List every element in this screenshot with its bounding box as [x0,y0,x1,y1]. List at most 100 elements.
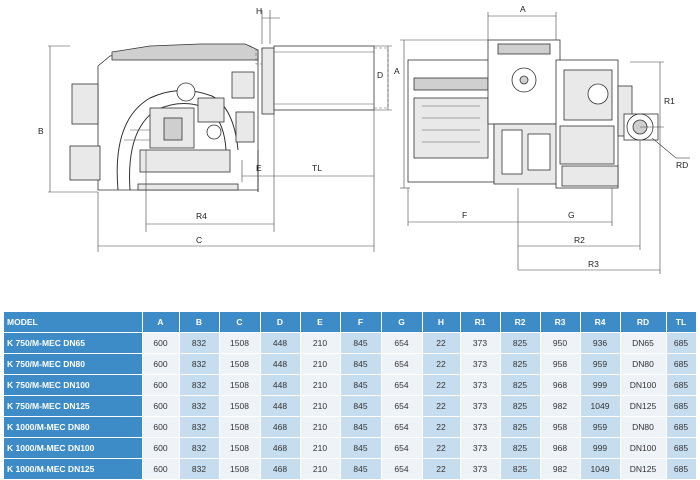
value-cell-tl: 685 [666,374,697,396]
value-cell-h: 22 [422,458,461,479]
value-cell-e: 210 [300,458,341,479]
value-cell-r1: 373 [460,416,501,438]
value-cell-tl: 685 [666,332,697,354]
value-cell-r1: 373 [460,353,501,375]
value-cell-d: 448 [260,374,301,396]
value-cell-r3: 958 [540,416,581,438]
value-cell-b: 832 [179,458,220,479]
front-view: A A R1 [394,4,690,274]
value-cell-h: 22 [422,353,461,375]
value-cell-a: 600 [142,374,180,396]
value-cell-a: 600 [142,353,180,375]
value-cell-rd: DN100 [620,437,667,459]
model-name-cell: K 750/M-MEC DN80 [4,353,143,375]
value-cell-g: 654 [381,437,423,459]
value-cell-r2: 825 [500,395,541,417]
dim-label-c: C [196,235,202,245]
value-cell-r2: 825 [500,353,541,375]
dim-label-d: D [377,70,383,80]
column-header-b: B [179,312,220,333]
value-cell-b: 832 [179,437,220,459]
value-cell-g: 654 [381,458,423,479]
value-cell-r1: 373 [460,395,501,417]
value-cell-f: 845 [340,374,382,396]
value-cell-c: 1508 [219,332,261,354]
dim-label-r4: R4 [196,211,207,221]
dim-label-r3: R3 [588,259,599,269]
value-cell-r3: 982 [540,458,581,479]
column-header-r1: R1 [460,312,501,333]
column-header-e: E [300,312,341,333]
dim-label-a-side: A [394,66,400,76]
column-header-model: MODEL [4,312,143,333]
model-name-cell: K 1000/M-MEC DN125 [4,458,143,479]
value-cell-f: 845 [340,353,382,375]
value-cell-d: 448 [260,395,301,417]
value-cell-f: 845 [340,458,382,479]
value-cell-d: 468 [260,458,301,479]
column-header-r2: R2 [500,312,541,333]
value-cell-r3: 968 [540,374,581,396]
technical-drawing: H D B E TL R4 C A [38,4,690,274]
model-name-cell: K 1000/M-MEC DN100 [4,437,143,459]
value-cell-h: 22 [422,437,461,459]
value-cell-b: 832 [179,353,220,375]
value-cell-a: 600 [142,458,180,479]
value-cell-b: 832 [179,332,220,354]
value-cell-h: 22 [422,395,461,417]
value-cell-g: 654 [381,416,423,438]
value-cell-a: 600 [142,416,180,438]
column-header-tl: TL [666,312,697,333]
dim-label-b: B [38,126,44,136]
value-cell-r2: 825 [500,332,541,354]
value-cell-r4: 959 [580,416,621,438]
value-cell-rd: DN100 [620,374,667,396]
dim-label-rd: RD [676,160,688,170]
value-cell-f: 845 [340,416,382,438]
column-header-r3: R3 [540,312,581,333]
value-cell-h: 22 [422,374,461,396]
value-cell-r3: 968 [540,437,581,459]
value-cell-rd: DN65 [620,332,667,354]
value-cell-a: 600 [142,437,180,459]
value-cell-r4: 936 [580,332,621,354]
value-cell-r1: 373 [460,374,501,396]
value-cell-tl: 685 [666,353,697,375]
value-cell-c: 1508 [219,437,261,459]
value-cell-a: 600 [142,332,180,354]
column-header-f: F [340,312,382,333]
value-cell-a: 600 [142,395,180,417]
column-header-g: G [381,312,423,333]
value-cell-d: 468 [260,437,301,459]
value-cell-c: 1508 [219,458,261,479]
value-cell-e: 210 [300,332,341,354]
value-cell-r4: 959 [580,353,621,375]
column-header-c: C [219,312,261,333]
value-cell-c: 1508 [219,416,261,438]
value-cell-rd: DN80 [620,353,667,375]
value-cell-f: 845 [340,437,382,459]
value-cell-r3: 982 [540,395,581,417]
value-cell-r2: 825 [500,374,541,396]
value-cell-h: 22 [422,332,461,354]
value-cell-e: 210 [300,353,341,375]
value-cell-r4: 1049 [580,458,621,479]
value-cell-r3: 958 [540,353,581,375]
value-cell-r1: 373 [460,437,501,459]
value-cell-r2: 825 [500,458,541,479]
value-cell-g: 654 [381,395,423,417]
value-cell-c: 1508 [219,353,261,375]
value-cell-rd: DN125 [620,395,667,417]
dim-label-tl: TL [312,163,322,173]
value-cell-c: 1508 [219,395,261,417]
value-cell-d: 468 [260,416,301,438]
dim-label-g: G [568,210,575,220]
